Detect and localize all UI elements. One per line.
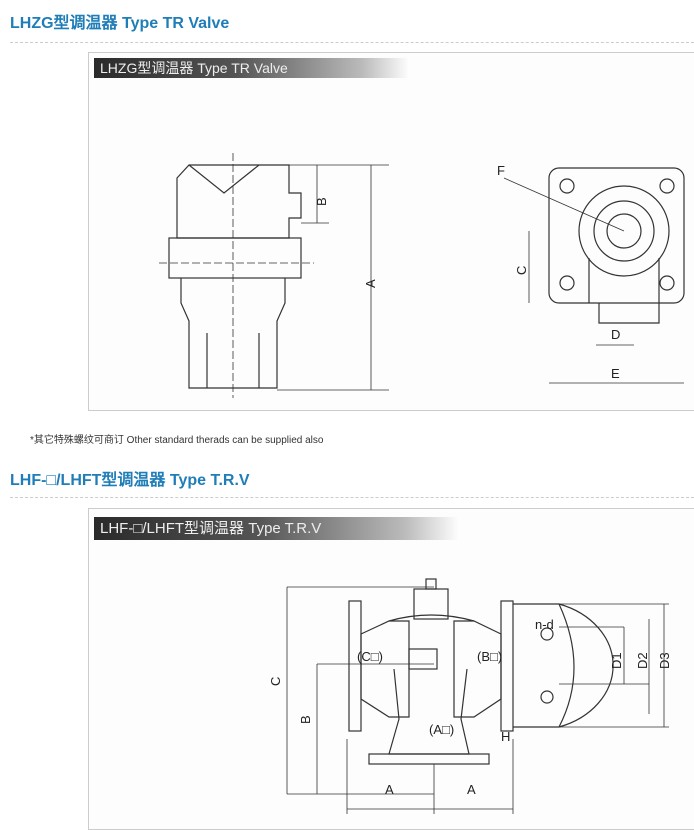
port-label-c: (C□): [357, 649, 383, 664]
port-label-b: (B□): [477, 649, 502, 664]
dim-label-nd: n-d: [535, 617, 554, 632]
lhzg-drawing: LHZG型调温器 Type TR Valve B A F C D E: [88, 52, 694, 411]
dim-label-d1: D1: [609, 652, 624, 669]
drawing-banner: LHZG型调温器 Type TR Valve: [94, 58, 410, 78]
section-title-lhf: LHF-□/LHFT型调温器 Type T.R.V: [10, 472, 250, 489]
lhf-drawing: LHF-□/LHFT型调温器 Type T.R.V n-d C B (C□) (…: [88, 508, 694, 830]
dim-label-c: C: [268, 677, 283, 686]
dim-label-a: A: [363, 279, 378, 288]
dim-label-d3: D3: [657, 652, 672, 669]
dim-label-e: E: [611, 366, 620, 381]
dim-label-f: F: [497, 163, 505, 178]
dim-label-b: B: [314, 197, 329, 206]
dim-label-h: H: [501, 729, 510, 744]
divider: [10, 42, 694, 43]
dim-label-c: C: [514, 266, 529, 275]
dim-label-a-left: A: [385, 782, 394, 797]
dim-label-b: B: [298, 715, 313, 724]
dim-label-d2: D2: [635, 652, 650, 669]
drawing-banner: LHF-□/LHFT型调温器 Type T.R.V: [94, 517, 460, 540]
section-title-lhzg: LHZG型调温器 Type TR Valve: [10, 15, 230, 32]
divider: [10, 497, 694, 498]
dim-label-d: D: [611, 327, 620, 342]
port-label-a: (A□): [429, 722, 454, 737]
dim-label-a-right: A: [467, 782, 476, 797]
thread-note: *其它特殊螺纹可商订 Other standard therads can be…: [30, 435, 324, 446]
